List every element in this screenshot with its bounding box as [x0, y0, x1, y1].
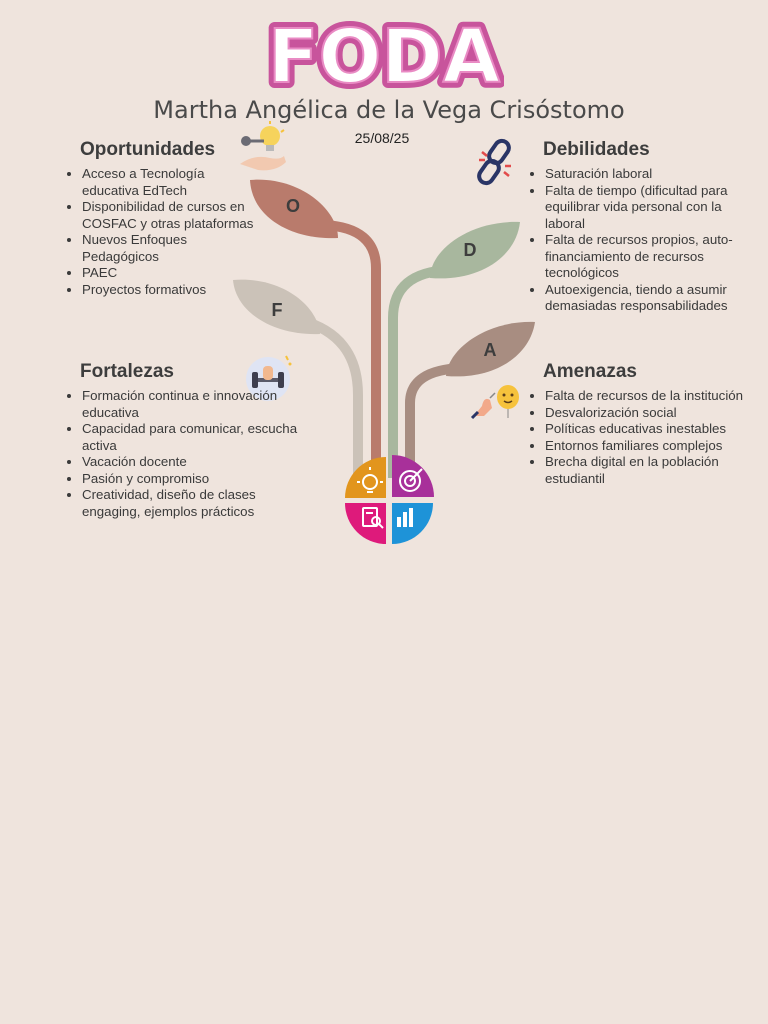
leaf-d-label: D — [464, 240, 477, 260]
list-item: Capacidad para comunicar, escucha activa — [82, 421, 302, 454]
leaf-a — [446, 321, 535, 377]
list-item: Disponibilidad de cursos en COSFAC y otr… — [82, 199, 262, 232]
list-fortalezas: Formación continua e innovación educativ… — [63, 388, 302, 520]
broken-chain-icon — [477, 138, 511, 186]
list-item: Creatividad, diseño de clases engaging, … — [82, 487, 302, 520]
stem-a — [405, 363, 463, 478]
list-amenazas: Falta de recursos de la institución Desv… — [526, 388, 765, 487]
date: 25/08/25 — [354, 130, 410, 146]
list-oportunidades: Acceso a Tecnología educativa EdTech Dis… — [63, 166, 262, 298]
list-item: Falta de tiempo (dificultad para equilib… — [545, 183, 745, 233]
list-item: Políticas educativas inestables — [545, 421, 765, 438]
list-item: Desvalorización social — [545, 405, 765, 422]
title-outline: FODA — [268, 14, 500, 98]
list-item: PAEC — [82, 265, 262, 282]
list-item: Nuevos Enfoques Pedagógicos — [82, 232, 262, 265]
idea-bulb-icon — [357, 467, 383, 493]
heading-oportunidades: Oportunidades — [80, 139, 216, 160]
title-wordart: FODA FODA — [264, 14, 504, 98]
list-debilidades: Saturación laboral Falta de tiempo (difi… — [526, 166, 745, 315]
leaf-f — [233, 279, 320, 335]
heading-amenazas: Amenazas — [543, 361, 637, 382]
target-icon — [399, 468, 423, 492]
list-item: Proyectos formativos — [82, 282, 262, 299]
bar-chart-icon — [397, 508, 413, 527]
quadrant-pink — [345, 503, 386, 544]
hand-balloon-pin-icon — [470, 385, 519, 420]
list-item: Falta de recursos de la institución — [545, 388, 765, 405]
leaf-d — [430, 221, 520, 279]
list-item: Autoexigencia, tiendo a asumir demasiada… — [545, 282, 745, 315]
leaf-a-label: A — [484, 340, 497, 360]
list-item: Entornos familiares complejos — [545, 438, 765, 455]
author-name: Martha Angélica de la Vega Crisóstomo — [153, 96, 625, 124]
stem-o — [324, 220, 381, 478]
leaf-o-label: O — [286, 196, 300, 216]
title-text: FODA — [268, 14, 500, 98]
leaf-o — [250, 179, 338, 239]
list-item: Acceso a Tecnología educativa EdTech — [82, 166, 262, 199]
dumbbell-fist-icon — [246, 355, 292, 401]
heading-fortalezas: Fortalezas — [80, 361, 174, 382]
list-item: Pasión y compromiso — [82, 471, 302, 488]
list-item: Formación continua e innovación educativ… — [82, 388, 302, 421]
leaf-f-label: F — [272, 300, 283, 320]
heading-debilidades: Debilidades — [543, 139, 650, 160]
title-block: FODA FODA — [0, 14, 768, 104]
report-magnifier-icon — [362, 507, 384, 529]
list-item: Brecha digital en la población estudiant… — [545, 454, 765, 487]
list-item: Saturación laboral — [545, 166, 745, 183]
list-item: Vacación docente — [82, 454, 302, 471]
list-item: Falta de recursos propios, auto-financia… — [545, 232, 745, 282]
lightbulb-key-hand-icon — [240, 121, 286, 171]
stem-f — [298, 315, 363, 478]
